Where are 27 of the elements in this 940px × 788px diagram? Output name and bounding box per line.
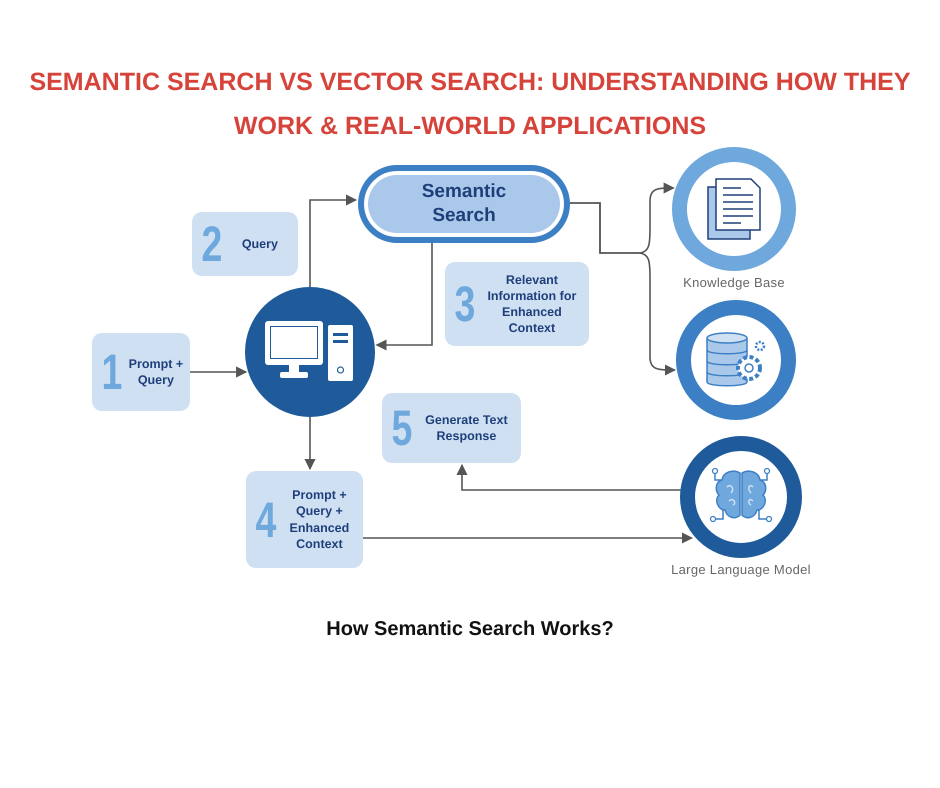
arrow — [190, 366, 248, 378]
step-number: 1 — [101, 347, 122, 397]
step-number: 5 — [391, 403, 412, 453]
step-box — [445, 262, 589, 346]
step-box — [92, 333, 190, 411]
step-label: Query — [240, 236, 279, 252]
node-caption: Knowledge Base — [682, 275, 786, 290]
caption: How Semantic Search Works? — [325, 618, 615, 641]
step-box — [246, 471, 363, 568]
step-number: 2 — [201, 219, 222, 269]
step-label: Prompt + Query + Enhanced Context — [288, 487, 350, 552]
arrow — [456, 464, 680, 491]
title: SEMANTIC SEARCH VS VECTOR SEARCH: UNDERSTANDING HOW THEY WORK & REAL-WORLD APPLICATIONS — [28, 67, 912, 142]
step-label: Generate Text Response — [424, 412, 509, 444]
step-label: Prompt + Query — [128, 356, 184, 388]
step-number: 3 — [454, 279, 476, 329]
arrow — [363, 532, 693, 544]
step-label: Relevant Information for Enhanced Context — [486, 272, 578, 336]
node-caption: Large Language Model — [670, 562, 812, 577]
arrow — [570, 202, 676, 376]
process-label: Semantic Search — [420, 180, 508, 228]
arrow — [304, 417, 316, 470]
step-box — [382, 393, 521, 463]
step-number: 4 — [255, 494, 276, 544]
arrow — [376, 243, 433, 351]
arrow — [309, 194, 358, 287]
step-box — [192, 212, 298, 276]
